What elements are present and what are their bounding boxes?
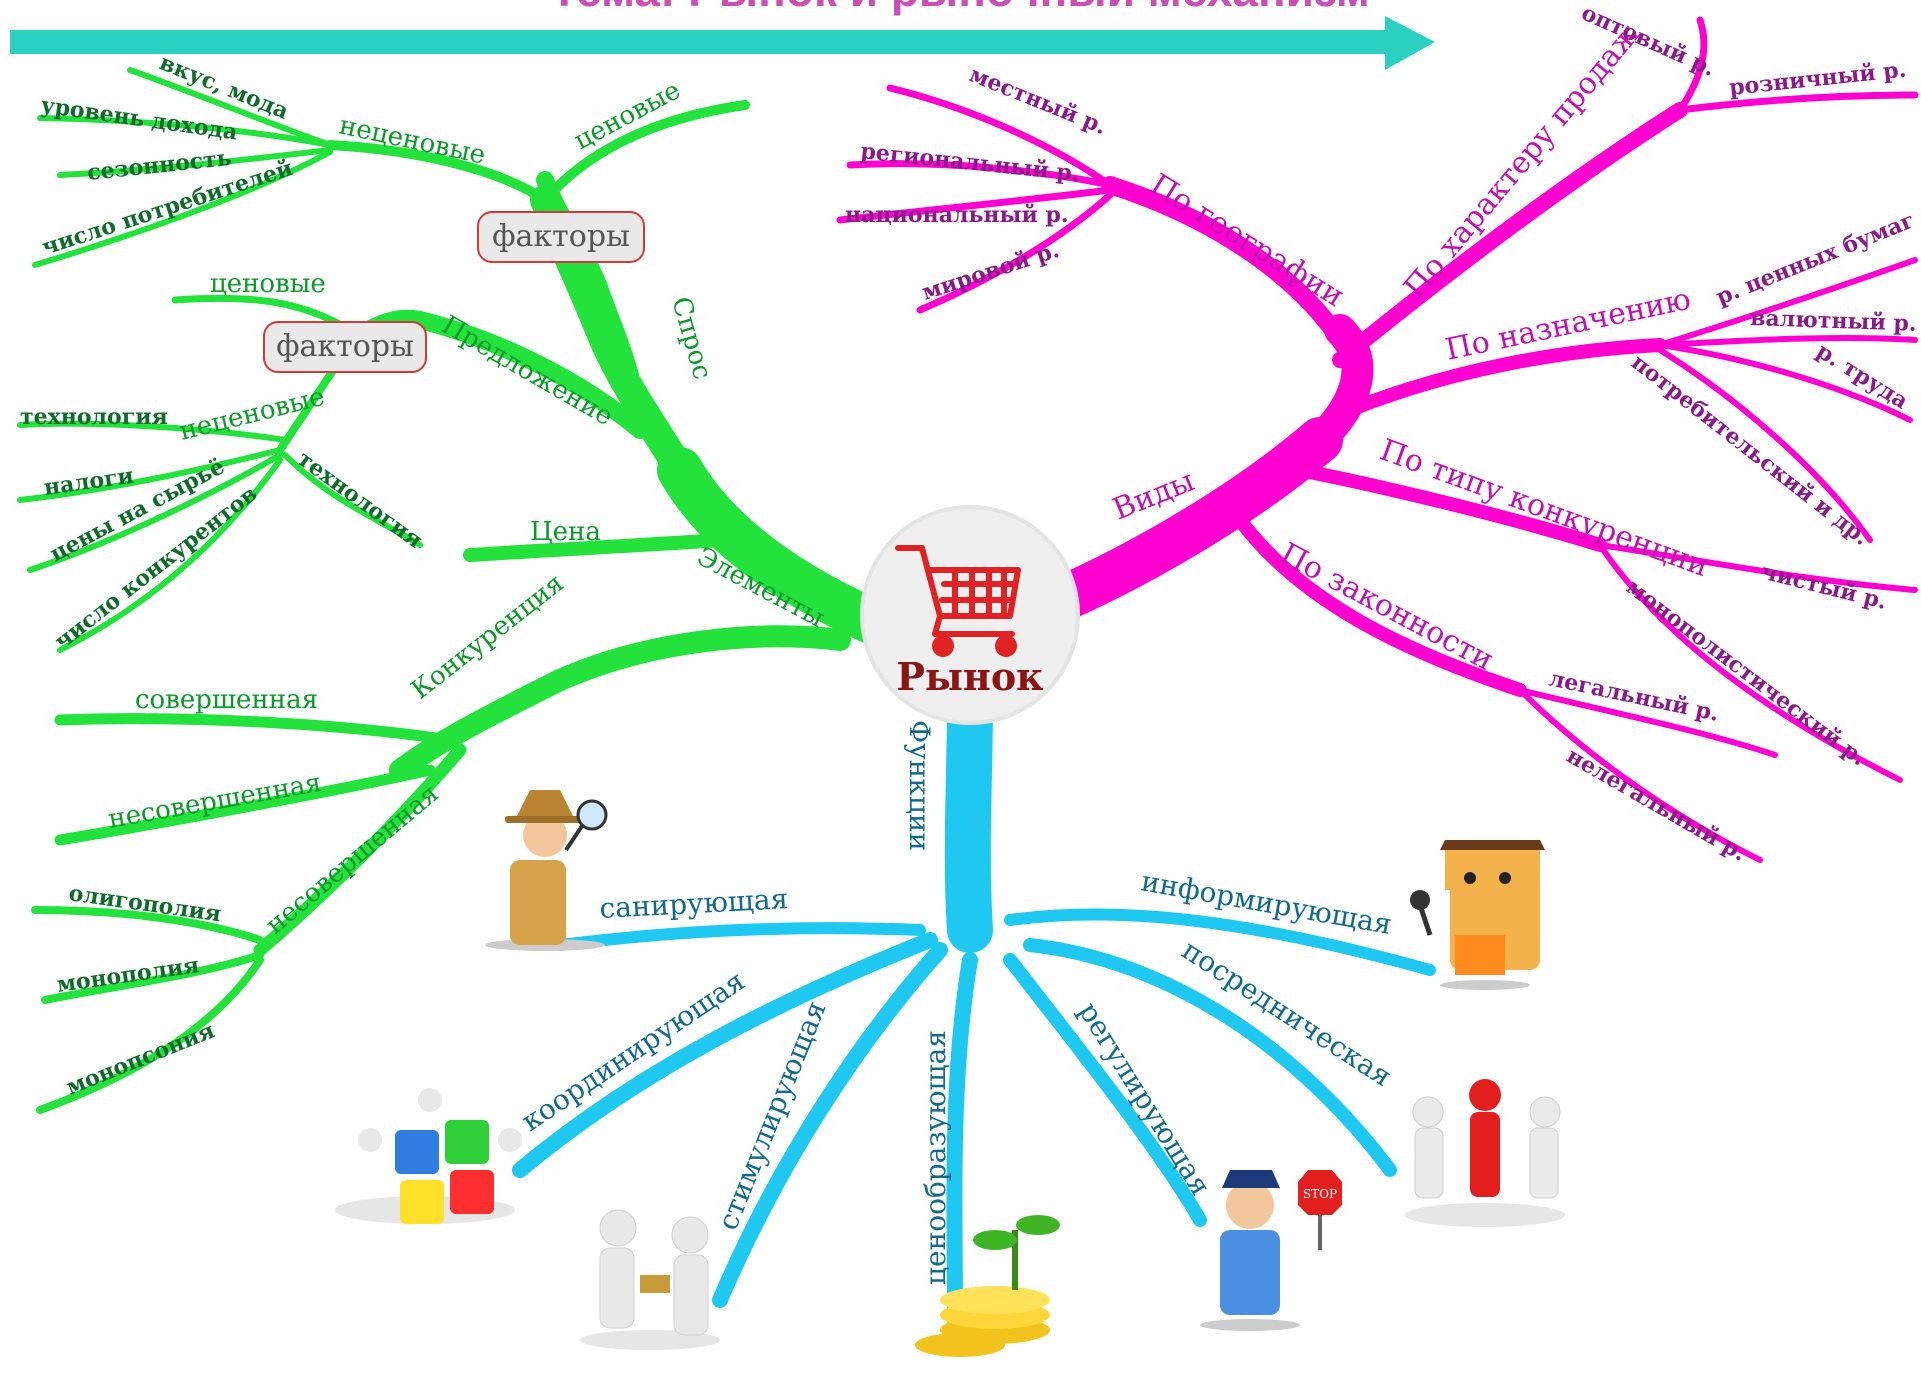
- supply-price-label: ценовые: [210, 269, 326, 299]
- demand-nonprice-label: неценовые: [337, 111, 489, 171]
- demand-factors-text: факторы: [492, 219, 630, 254]
- page-title: Тема: Рынок и рыночный механизм: [550, 0, 1370, 16]
- competition-type-item-1: монополистический р.: [1621, 574, 1871, 771]
- stop-sign-text: STOP: [1303, 1187, 1337, 1201]
- function-item-4: ценообразующая: [919, 1030, 952, 1285]
- supply-factors-text: факторы: [276, 329, 414, 364]
- purpose-item-2: р. труда: [1812, 338, 1913, 414]
- reporter-icon: [1410, 840, 1545, 990]
- competition-item-1: монополия: [55, 952, 201, 998]
- geography-label: По географии: [1144, 167, 1350, 314]
- purpose-item-1: валютный р.: [1750, 305, 1917, 337]
- geography-item-0: местный р.: [966, 61, 1110, 140]
- handshake-icon: [580, 1209, 720, 1350]
- demand-factors-tag[interactable]: факторы: [477, 211, 645, 263]
- kinds-branch: [836, 16, 1919, 863]
- team-circle-icon: [1405, 1079, 1565, 1227]
- puzzle-people-icon: [335, 1088, 522, 1224]
- coins-plant-icon: [915, 1215, 1060, 1357]
- elements-branch: [17, 67, 903, 1114]
- center-node[interactable]: Рынок: [860, 505, 1080, 725]
- competition-type-item-0: чистый р.: [1759, 559, 1890, 615]
- competition-item-2: монопсония: [63, 1017, 219, 1100]
- legality-item-1: нелегальный р.: [1562, 743, 1751, 867]
- function-item-0: санирующая: [599, 882, 789, 925]
- supply-item-1: налоги: [42, 463, 135, 501]
- function-item-3: регулирующая: [1072, 996, 1217, 1201]
- competition-type-label: По типу конкуренции: [1375, 433, 1713, 585]
- detective-icon: [485, 790, 608, 951]
- competition-imperfect-a: несовершенная: [106, 768, 324, 835]
- competition-perfect: совершенная: [135, 685, 318, 715]
- competition-item-0: олигополия: [67, 880, 223, 927]
- function-item-6: координирующая: [515, 964, 750, 1138]
- shopping-cart-icon: [895, 545, 1021, 657]
- legality-label: По законности: [1274, 536, 1499, 678]
- center-label: Рынок: [896, 654, 1043, 699]
- functions-label: Функции: [903, 720, 936, 851]
- purpose-item-3: потребительский и др.: [1626, 349, 1874, 551]
- demand-label: Спрос: [665, 294, 717, 383]
- price-label: Цена: [530, 517, 601, 547]
- functions-branch: [512, 677, 1436, 1328]
- supply-item-0: технология: [20, 404, 168, 430]
- geography-item-3: мировой р.: [919, 237, 1063, 306]
- title-arrow: [10, 16, 1435, 70]
- supply-item-4: технология: [292, 446, 427, 554]
- police-stop-icon: STOP: [1200, 1170, 1342, 1331]
- supply-factors-tag[interactable]: факторы: [263, 321, 427, 373]
- geography-item-2: национальный р.: [845, 202, 1069, 228]
